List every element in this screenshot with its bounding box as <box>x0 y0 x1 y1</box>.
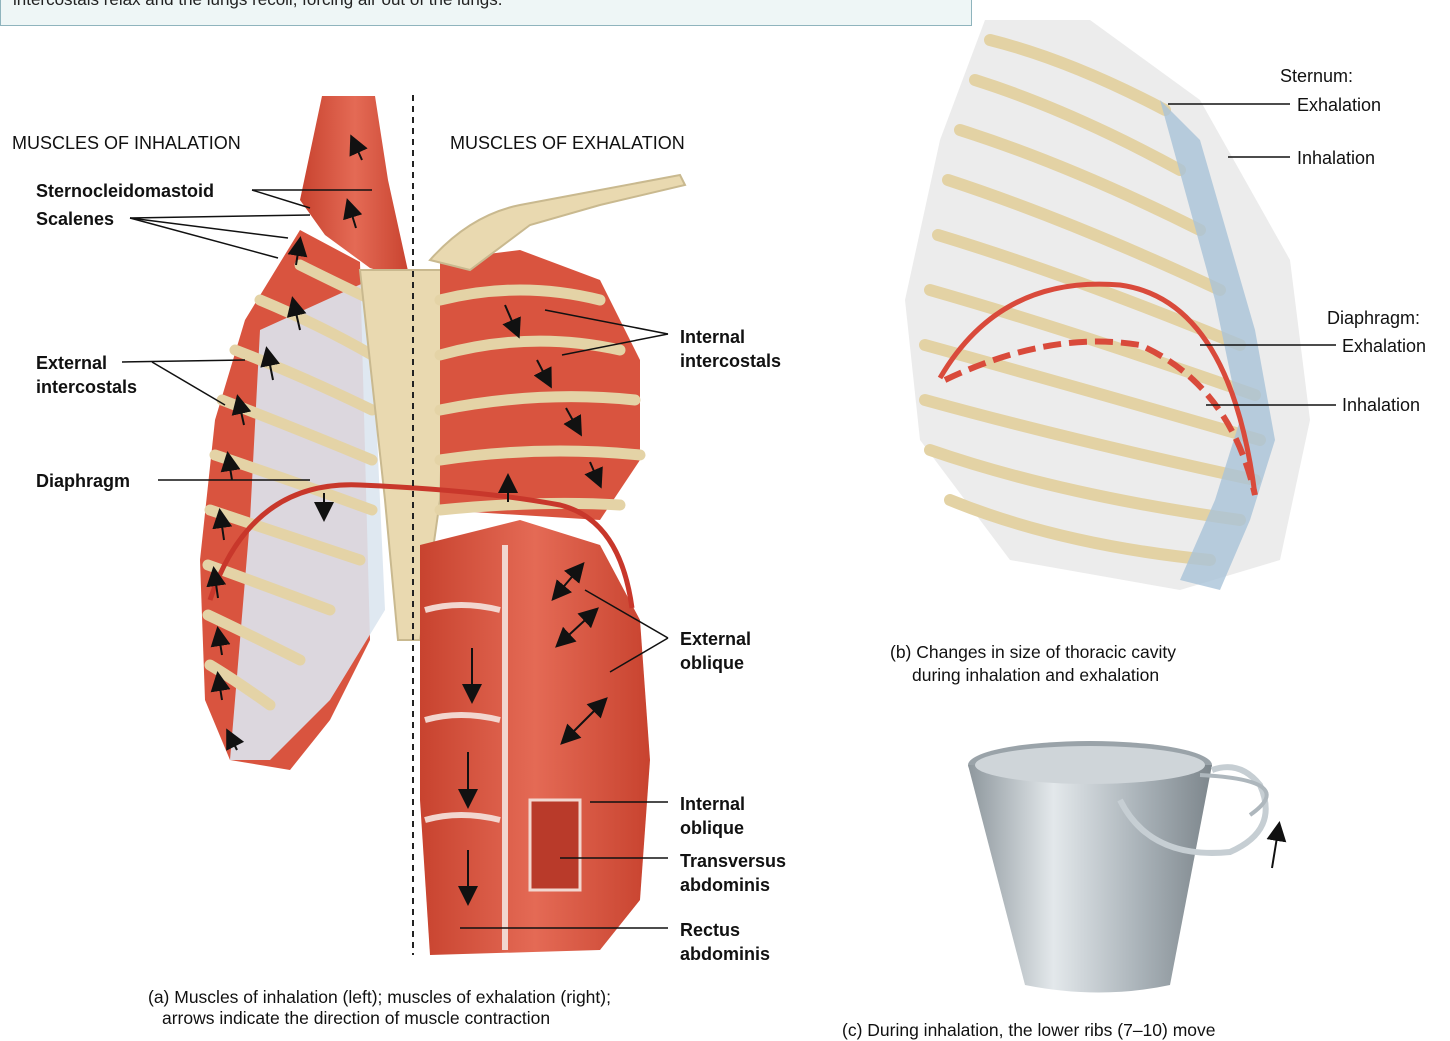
caption-b-line2: during inhalation and exhalation <box>912 665 1159 686</box>
caption-b-line1: (b) Changes in size of thoracic cavity <box>890 642 1176 663</box>
label-sternocleidomastoid: Sternocleidomastoid <box>36 180 214 202</box>
label-internal-intercostals-line1: Internal <box>680 326 745 348</box>
label-external-oblique-line2: oblique <box>680 652 744 674</box>
label-internal-oblique-line1: Internal <box>680 793 745 815</box>
label-external-intercostals-line2: intercostals <box>36 376 137 398</box>
label-transversus-line2: abdominis <box>680 874 770 896</box>
clavicle <box>430 175 685 270</box>
heading-muscles-of-inhalation: MUSCLES OF INHALATION <box>12 132 241 154</box>
label-sternum: Sternum: <box>1280 65 1353 87</box>
label-transversus-line1: Transversus <box>680 850 786 872</box>
internal-oblique-window <box>530 800 580 890</box>
label-external-intercostals-line1: External <box>36 352 107 374</box>
panel-a-figure <box>122 95 685 955</box>
bucket-opening <box>975 746 1205 784</box>
caption-a-line2: arrows indicate the direction of muscle … <box>162 1008 550 1029</box>
caption-a-line1: (a) Muscles of inhalation (left); muscle… <box>148 987 611 1008</box>
panel-b-figure <box>905 20 1336 590</box>
label-diaphragm-b: Diaphragm: <box>1327 307 1420 329</box>
label-internal-intercostals-line2: intercostals <box>680 350 781 372</box>
label-external-oblique-line1: External <box>680 628 751 650</box>
label-sternum-inhalation: Inhalation <box>1297 147 1375 169</box>
label-sternum-exhalation: Exhalation <box>1297 94 1381 116</box>
label-rectus-line2: abdominis <box>680 943 770 965</box>
panel-c-figure <box>968 741 1279 993</box>
bucket-body <box>968 765 1212 993</box>
handle-lift-arrow <box>1272 825 1279 868</box>
label-scalenes: Scalenes <box>36 208 114 230</box>
label-diaphragm-exhalation: Exhalation <box>1342 335 1426 357</box>
label-diaphragm: Diaphragm <box>36 470 130 492</box>
label-internal-oblique-line2: oblique <box>680 817 744 839</box>
heading-muscles-of-exhalation: MUSCLES OF EXHALATION <box>450 132 685 154</box>
label-rectus-line1: Rectus <box>680 919 740 941</box>
label-diaphragm-inhalation: Inhalation <box>1342 394 1420 416</box>
